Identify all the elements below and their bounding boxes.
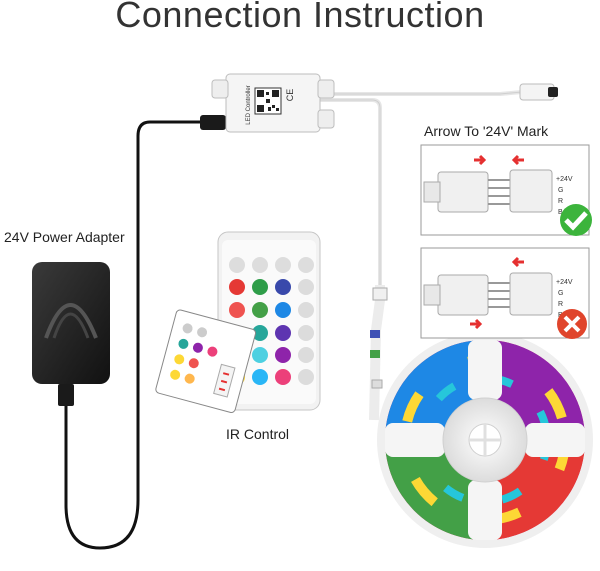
pin-label-g: G	[558, 187, 563, 194]
correct-connection-panel: +24V G R B	[420, 144, 592, 236]
dc-plug	[200, 115, 226, 130]
svg-text:R: R	[558, 301, 563, 308]
pin-label-r: R	[558, 198, 563, 205]
pin-label-b: B	[558, 209, 563, 216]
check-icon	[560, 204, 592, 236]
arrow-right-icon	[474, 154, 487, 166]
led-strip-reel	[377, 332, 593, 548]
ce-mark: CE	[285, 89, 295, 102]
svg-text:G: G	[558, 290, 563, 297]
power-adapter	[32, 262, 110, 406]
arrow-left-icon	[511, 256, 524, 268]
arrow-right-icon	[470, 318, 483, 330]
power-cable	[64, 120, 222, 550]
arrow-left-icon	[511, 154, 524, 166]
arrow-mark-label: Arrow To '24V' Mark	[424, 123, 549, 139]
controller-label: LED Controller	[246, 85, 252, 124]
pin-label-24v: +24V	[556, 176, 573, 183]
wrong-connection-panel: +24V G R B	[420, 247, 590, 339]
page-title: Connection Instruction	[115, 0, 485, 35]
svg-text:+24V: +24V	[556, 279, 573, 286]
led-controller: LED Controller CE	[211, 73, 335, 133]
power-adapter-label: 24V Power Adapter	[4, 229, 125, 245]
ir-control-label: IR Control	[226, 426, 290, 442]
ir-receiver-card	[155, 309, 257, 413]
